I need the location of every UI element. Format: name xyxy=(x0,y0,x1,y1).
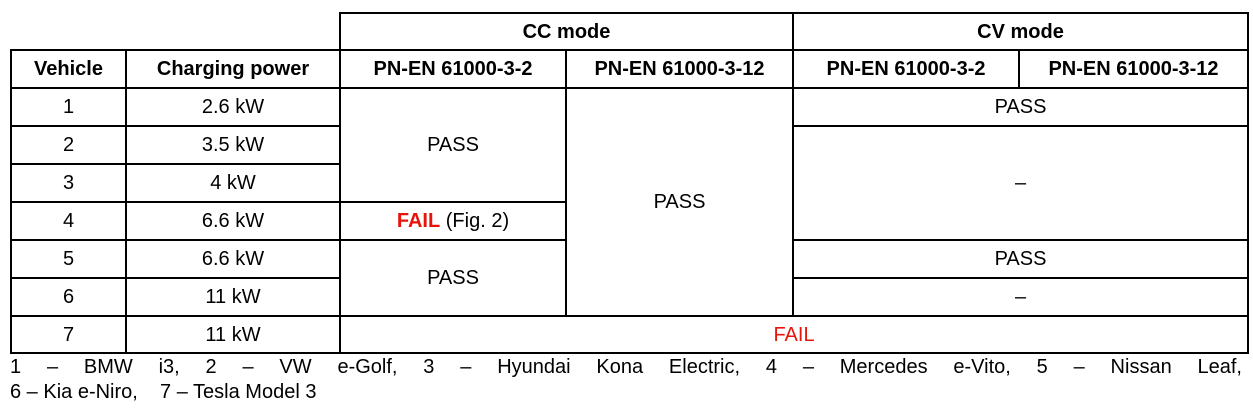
power-cell: 3.5 kW xyxy=(125,125,341,165)
footnote-line-2: 6 – Kia e-Niro, 7 – Tesla Model 3 xyxy=(10,381,317,403)
table-row: 5 6.6 kW PASS PASS xyxy=(10,239,1250,317)
cv-result-cell: PASS xyxy=(792,87,1250,127)
table-row: 4 6.6 kW FAIL (Fig. 2) xyxy=(10,201,1248,241)
header-row-modes: CC mode CV mode xyxy=(11,12,1250,51)
table-row: 1 2.6 kW PASS PASS PASS xyxy=(10,87,1250,317)
cc-3-2-fail-cell: FAIL (Fig. 2) xyxy=(339,201,567,241)
cc-3-2-result-cell: PASS xyxy=(339,87,567,203)
table-row: 2 3.5 kW – xyxy=(10,125,1250,241)
power-cell: 11 kW xyxy=(125,277,341,317)
cv-result-cell: PASS xyxy=(792,239,1250,279)
cv-standard-3-2-header: PN-EN 61000-3-2 xyxy=(792,49,1021,89)
cc-3-2-result-cell: PASS xyxy=(339,239,567,317)
power-cell: 2.6 kW xyxy=(125,87,341,127)
vehicle-cell: 1 xyxy=(10,87,127,127)
power-cell: 11 kW xyxy=(125,315,341,354)
vehicle-cell: 3 xyxy=(10,163,127,203)
fail-label: FAIL xyxy=(396,210,441,232)
vehicle-legend-footnote: 1 – BMW i3, 2 – VW e-Golf, 3 – Hyundai K… xyxy=(10,355,1242,405)
cv-result-cell: – xyxy=(792,125,1250,241)
footnote-line-1: 1 – BMW i3, 2 – VW e-Golf, 3 – Hyundai K… xyxy=(10,356,1242,378)
vehicle-cell: 5 xyxy=(10,239,127,279)
figure-reference: (Fig. 2) xyxy=(440,210,510,232)
vehicle-cell: 6 xyxy=(10,277,127,317)
cc-3-12-result-cell: PASS xyxy=(564,87,795,317)
power-cell: 6.6 kW xyxy=(125,239,341,279)
blank-corner-cell xyxy=(11,13,341,51)
cv-result-cell: – xyxy=(792,277,1250,317)
vehicle-cell: 7 xyxy=(10,315,127,354)
row-7-fail-cell: FAIL xyxy=(338,315,1250,354)
power-cell: 6.6 kW xyxy=(125,201,341,241)
cv-standard-3-12-header: PN-EN 61000-3-12 xyxy=(1018,49,1250,89)
table-row: 7 11 kW FAIL xyxy=(10,315,1250,354)
vehicle-header: Vehicle xyxy=(10,49,127,89)
cv-mode-header: CV mode xyxy=(792,12,1250,51)
table-row: 3 4 kW xyxy=(10,163,1248,203)
cc-standard-3-12-header: PN-EN 61000-3-12 xyxy=(564,49,795,89)
charging-power-header: Charging power xyxy=(125,49,341,89)
results-table: CC mode CV mode Vehicle Charging power P… xyxy=(10,12,1250,354)
cc-mode-header: CC mode xyxy=(338,12,795,51)
cc-standard-3-2-header: PN-EN 61000-3-2 xyxy=(339,49,567,89)
power-cell: 4 kW xyxy=(125,163,341,203)
table-row: 6 11 kW – xyxy=(10,277,1250,317)
header-row-columns: Vehicle Charging power PN-EN 61000-3-2 P… xyxy=(10,49,1250,89)
vehicle-cell: 4 xyxy=(10,201,127,241)
vehicle-cell: 2 xyxy=(10,125,127,165)
